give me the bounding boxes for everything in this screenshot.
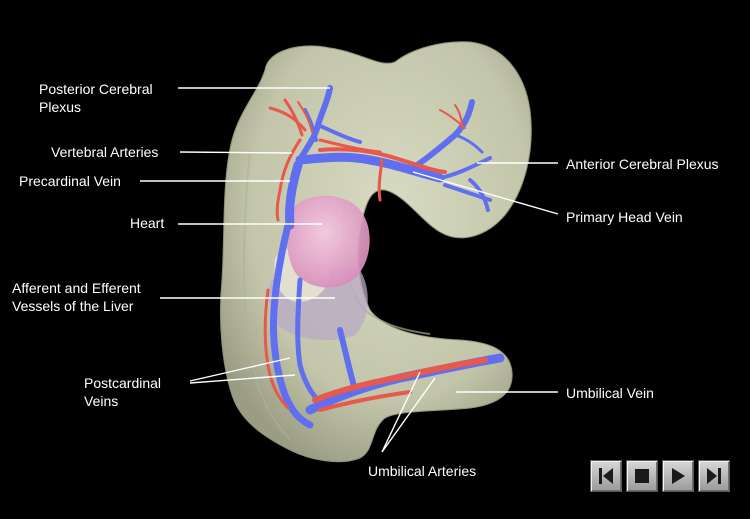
label-postcardinal-veins: Postcardinal Veins: [84, 375, 162, 409]
skip-to-end-button[interactable]: [698, 460, 730, 492]
label-heart: Heart: [130, 215, 165, 231]
skip-to-end-icon: [707, 468, 721, 484]
stop-button[interactable]: [626, 460, 658, 492]
label-posterior-cerebral-plexus: Posterior Cerebral Plexus: [39, 81, 153, 115]
leader-lines: [140, 87, 559, 453]
arteries: [263, 98, 488, 412]
label-precardinal-vein: Precardinal Vein: [19, 173, 121, 189]
label-umbilical-arteries: Umbilical Arteries: [368, 463, 477, 479]
play-button[interactable]: [662, 460, 694, 492]
label-umbilical-vein: Umbilical Vein: [566, 385, 654, 401]
skip-to-start-button[interactable]: [590, 460, 622, 492]
play-icon: [672, 468, 685, 484]
skip-to-start-icon: [599, 468, 613, 484]
heart: [286, 195, 370, 288]
label-afferent-efferent-vessels: Afferent and Efferent Vessels of the Liv…: [12, 280, 141, 314]
embryo-fold: [243, 149, 291, 441]
label-vertebral-arteries: Vertebral Arteries: [51, 144, 159, 160]
stop-icon: [635, 469, 649, 483]
label-primary-head-vein: Primary Head Vein: [566, 209, 683, 225]
label-anterior-cerebral-plexus: Anterior Cerebral Plexus: [566, 156, 719, 172]
